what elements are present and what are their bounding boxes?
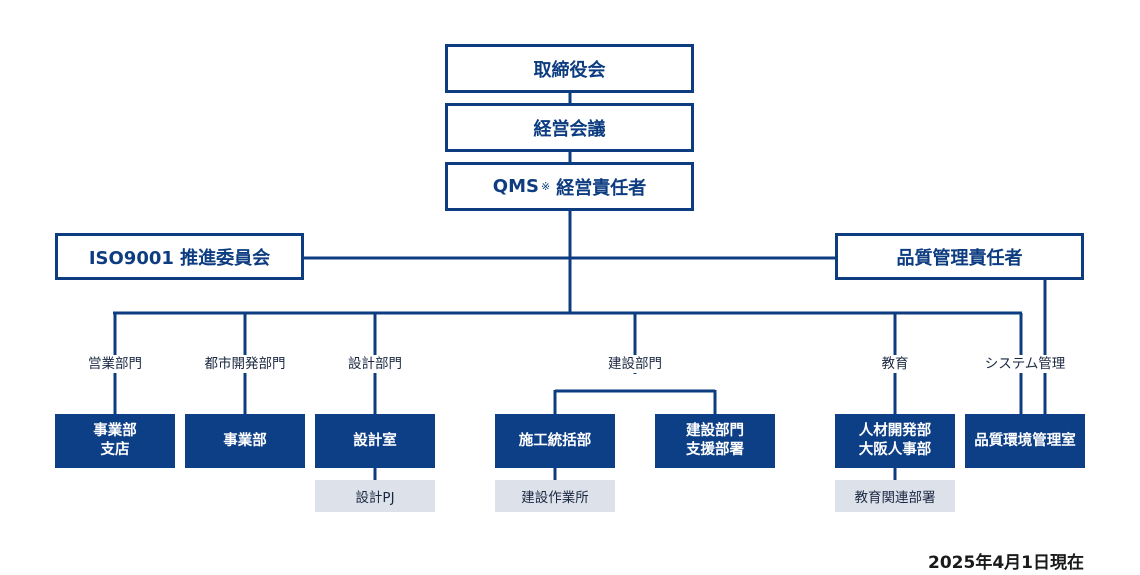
quality-manager-box: 品質管理責任者 [835, 233, 1084, 280]
dept-design-office: 設計室 [315, 414, 435, 468]
board-label: 取締役会 [533, 59, 606, 81]
quality-manager-label: 品質管理責任者 [896, 247, 1023, 269]
category-sales: 営業部門 [86, 355, 144, 373]
sub-education-related: 教育関連部署 [835, 480, 955, 512]
management-meeting-label: 経営会議 [533, 118, 606, 140]
dept-quality-office: 品質環境管理室 [965, 414, 1085, 468]
qms-manager-box: QMS ※ 経営責任者 [445, 162, 694, 211]
sub-design-pj: 設計PJ [315, 480, 435, 512]
dept-sales-branch: 事業部 支店 [55, 414, 175, 468]
dept-hr-development: 人材開発部 大阪人事部 [835, 414, 955, 468]
category-construction: 建設部門 [606, 355, 664, 373]
sub-construction-site: 建設作業所 [495, 480, 615, 512]
iso-committee-label: ISO9001 推進委員会 [88, 247, 271, 269]
category-system-management: システム管理 [982, 355, 1068, 373]
dept-urban-division: 事業部 [185, 414, 305, 468]
qms-prefix: QMS [492, 176, 539, 197]
category-education: 教育 [879, 355, 911, 373]
management-meeting-box: 経営会議 [445, 103, 694, 152]
qms-manager-label: 経営責任者 [556, 177, 647, 199]
category-design: 設計部門 [346, 355, 404, 373]
iso-committee-box: ISO9001 推進委員会 [55, 233, 304, 280]
dept-construction-control: 施工統括部 [495, 414, 615, 468]
dept-construction-support: 建設部門 支援部署 [655, 414, 775, 468]
qms-note-mark: ※ [540, 180, 551, 193]
board-of-directors-box: 取締役会 [445, 44, 694, 93]
category-urban-development: 都市開発部門 [202, 355, 288, 373]
as-of-date: 2025年4月1日現在 [928, 553, 1084, 573]
